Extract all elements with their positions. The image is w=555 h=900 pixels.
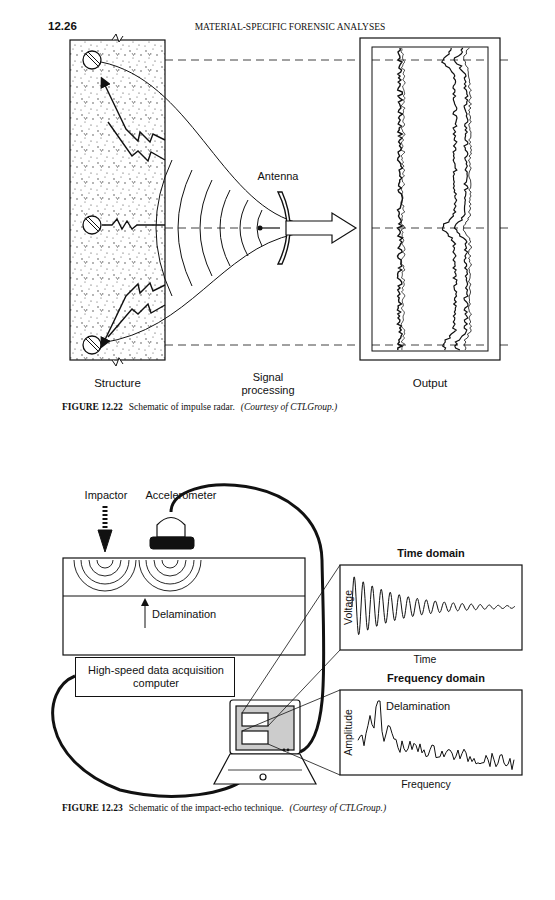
- diagram-node: Structure: [70, 40, 165, 360]
- node-text: Frequency domain: [340, 672, 532, 685]
- radar-traces: [397, 48, 471, 350]
- laptop: [214, 700, 316, 784]
- radar-trace: [463, 48, 471, 350]
- radar-trace: [454, 48, 468, 350]
- part-label: Impactor: [80, 489, 132, 502]
- concrete-structure: [70, 34, 165, 366]
- antenna: [258, 192, 290, 264]
- node-text: Delamination: [386, 700, 450, 713]
- part-label: Signal processing: [228, 371, 308, 397]
- frequency-spectrum: [358, 701, 514, 770]
- caption-text: Schematic of impulse radar.: [129, 401, 235, 413]
- figure-caption: FIGURE 12.23 Schematic of the impact-echo…: [62, 802, 386, 814]
- stress-waves: [74, 560, 201, 591]
- diagram-node: Time domainVoltageTime: [340, 565, 522, 650]
- node-text: Amplitude: [342, 705, 355, 761]
- credit-line: (Courtesy of CTLGroup.): [241, 401, 338, 413]
- radar-trace: [397, 48, 402, 350]
- impactor: [98, 506, 112, 552]
- page-number: 12.26: [48, 20, 77, 33]
- diagram-node: Delamination: [63, 558, 305, 655]
- output-display: [360, 38, 500, 360]
- diagram-node: Frequency domainAmplitudeDelaminationFre…: [340, 690, 522, 775]
- node-text: Frequency: [340, 778, 512, 791]
- part-label: Antenna: [248, 170, 308, 183]
- figure-caption: FIGURE 12.22 Schematic of impulse radar. (…: [62, 401, 337, 413]
- node-text: Voltage: [342, 586, 355, 630]
- concrete-slab: [63, 558, 305, 655]
- diagram-node: High-speed data acquisition computer: [75, 657, 235, 697]
- reflection-zigzags: [102, 79, 165, 346]
- rebar-sections: [83, 51, 101, 354]
- cables: [53, 485, 324, 797]
- radar-wavefronts: [156, 160, 262, 296]
- node-text: Structure: [50, 377, 185, 390]
- node-text: Time domain: [340, 547, 522, 560]
- figure-number: FIGURE 12.23: [62, 802, 123, 814]
- node-text: Output: [360, 377, 500, 390]
- diagram-node: Output: [360, 38, 500, 360]
- radar-trace: [442, 48, 457, 350]
- level-lines: [165, 60, 512, 345]
- accelerometer: [150, 518, 194, 550]
- caption-text: Schematic of the impact-echo technique.: [129, 802, 284, 814]
- output-arrow: [286, 213, 356, 243]
- credit-line: (Courtesy of CTLGroup.): [290, 802, 387, 814]
- signal-paths: [101, 62, 295, 343]
- running-header: MATERIAL-SPECIFIC FORENSIC ANALYSES: [140, 21, 440, 34]
- figure-number: FIGURE 12.22: [62, 401, 123, 413]
- screen-leader-lines: [242, 565, 340, 775]
- time-signal: [352, 577, 515, 635]
- part-label: Accelerometer: [140, 489, 222, 502]
- plot-frames: [340, 565, 522, 775]
- node-text: High-speed data acquisition computer: [82, 664, 230, 690]
- node-text: Delamination: [152, 608, 216, 621]
- node-text: Time: [340, 653, 510, 666]
- radar-trace: [401, 48, 405, 350]
